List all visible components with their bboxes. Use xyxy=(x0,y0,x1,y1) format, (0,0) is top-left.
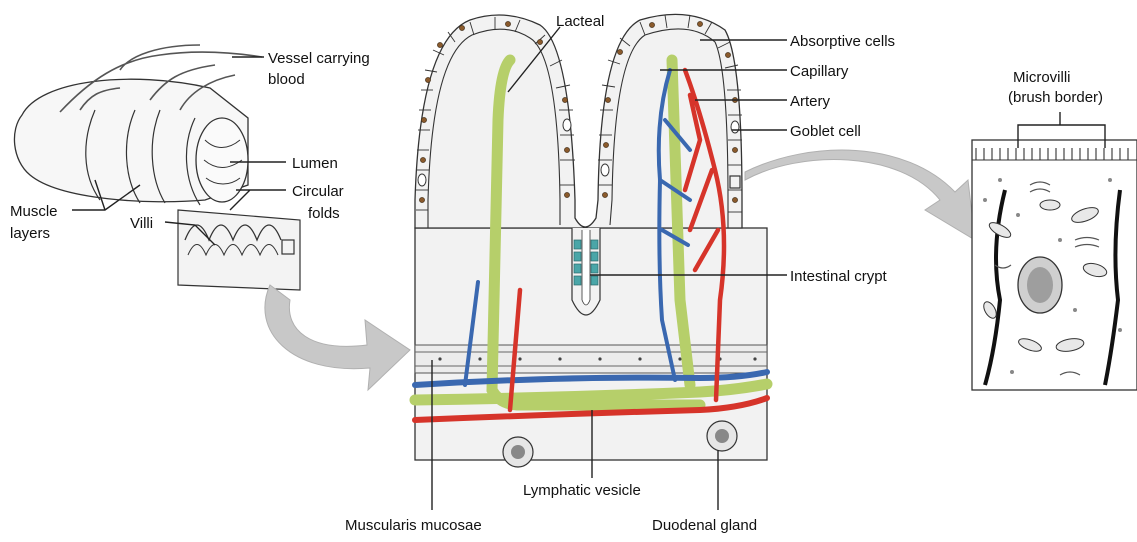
label-vessel-1: Vessel carrying xyxy=(268,50,370,67)
label-duodenal-gland: Duodenal gland xyxy=(652,517,757,534)
zoom-arrow-left xyxy=(265,285,410,390)
label-circular-folds-2: folds xyxy=(308,205,340,222)
label-lymphatic-vesicle: Lymphatic vesicle xyxy=(523,482,641,499)
villus-outline xyxy=(415,14,742,228)
label-absorptive-cells: Absorptive cells xyxy=(790,33,895,50)
label-microvilli-1: Microvilli xyxy=(1013,69,1071,86)
label-artery: Artery xyxy=(790,93,831,110)
label-microvilli-2: (brush border) xyxy=(1008,89,1103,106)
intestine-segment xyxy=(14,45,300,290)
crypt-lumen xyxy=(582,230,590,305)
absorptive-cell-detail xyxy=(972,140,1137,390)
label-intestinal-crypt: Intestinal crypt xyxy=(790,268,888,285)
label-goblet-cell: Goblet cell xyxy=(790,123,861,140)
label-villi: Villi xyxy=(130,215,153,232)
label-lacteal: Lacteal xyxy=(556,13,604,30)
label-muscle-layers-2: layers xyxy=(10,225,50,242)
label-capillary: Capillary xyxy=(790,63,849,80)
villus-section xyxy=(415,14,767,467)
label-muscularis-mucosae: Muscularis mucosae xyxy=(345,517,482,534)
label-circular-folds-1: Circular xyxy=(292,183,344,200)
zoom-arrow-right xyxy=(745,150,975,240)
label-lumen: Lumen xyxy=(292,155,338,172)
cell-nucleolus xyxy=(1027,267,1053,303)
label-vessel-2: blood xyxy=(268,71,305,88)
label-muscle-layers-1: Muscle xyxy=(10,203,58,220)
